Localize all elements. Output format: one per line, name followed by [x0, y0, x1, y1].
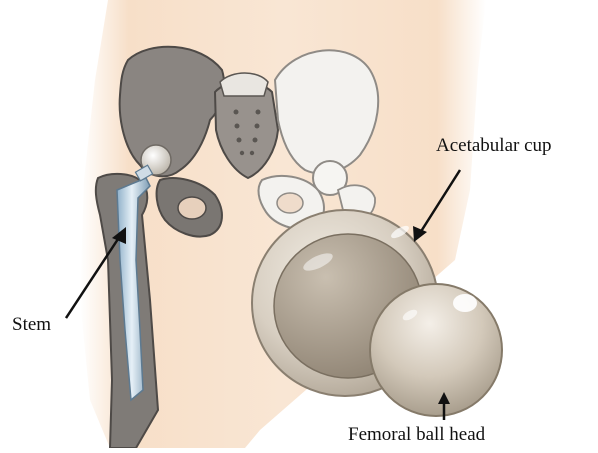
- vertebra: [220, 73, 268, 96]
- obturator-left: [178, 197, 206, 219]
- label-acetabular-cup: Acetabular cup: [436, 136, 552, 155]
- obturator-right: [277, 193, 303, 213]
- label-femoral-ball-head: Femoral ball head: [348, 425, 485, 444]
- femoral-ball-head-implant: [370, 284, 502, 416]
- label-stem: Stem: [12, 315, 51, 334]
